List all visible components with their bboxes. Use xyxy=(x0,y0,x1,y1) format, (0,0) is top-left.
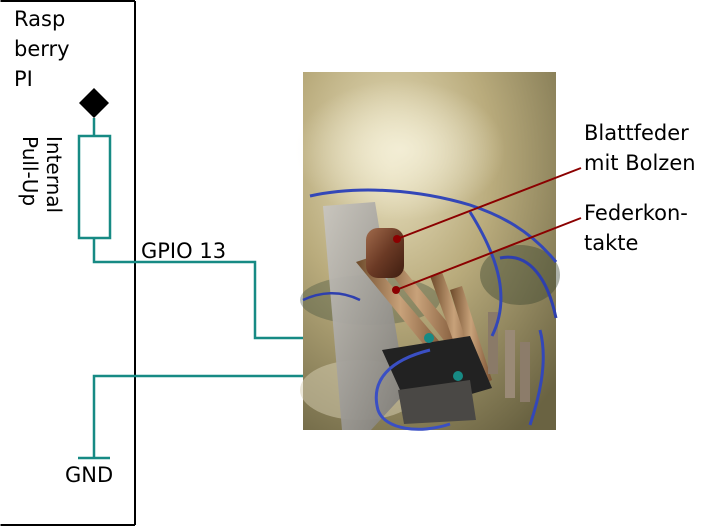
annotation-spring-contacts-line-1: Federkon- xyxy=(584,201,688,225)
annotation-spring-contacts-line-2: takte xyxy=(584,231,638,255)
leader-spring-contacts xyxy=(395,217,582,291)
annotation-leaf-spring-line-1: Blattfeder xyxy=(584,121,689,145)
annotation-leaders xyxy=(395,167,582,291)
leader-leaf-spring xyxy=(396,167,582,240)
resistor-label-line-1: Internal xyxy=(42,136,66,213)
device-name-line-1: Rasp xyxy=(14,7,65,31)
gpio-label: GPIO 13 xyxy=(141,239,226,263)
leader-spring-contacts-end xyxy=(392,286,400,294)
device-name-line-2: berry xyxy=(14,37,70,61)
gpio-connection-dot xyxy=(424,333,434,343)
hardware-photo xyxy=(295,72,560,431)
gnd-label: GND xyxy=(65,463,113,487)
leader-leaf-spring-end xyxy=(393,235,401,243)
device-name-line-3: PI xyxy=(14,67,33,91)
gnd-connection-dot xyxy=(453,371,463,381)
resistor-label-line-2: Pull-Up xyxy=(18,136,42,206)
vcc-diamond-icon xyxy=(79,88,109,118)
annotation-leaf-spring-line-2: mit Bolzen xyxy=(584,151,696,175)
pull-up-resistor xyxy=(77,134,112,240)
